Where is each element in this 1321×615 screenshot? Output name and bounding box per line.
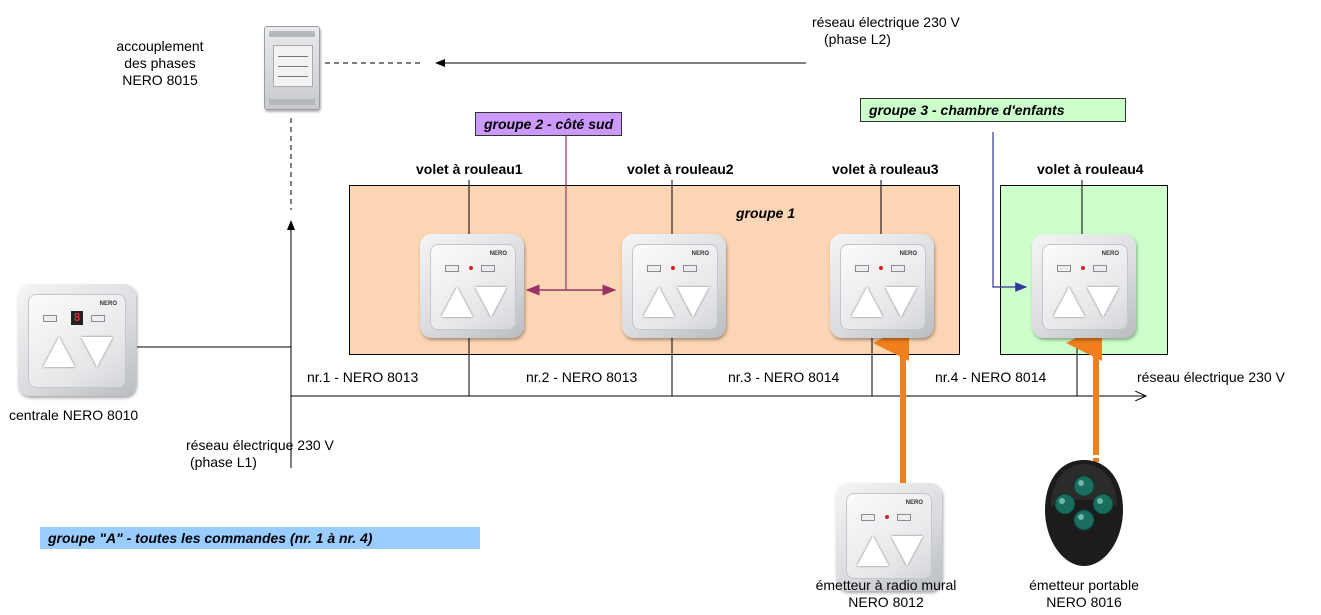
central-label: centrale NERO 8010 (9, 407, 139, 423)
portable-remote-device (1045, 460, 1123, 566)
grid-l1-label: réseau électrique 230 V (phase L1) (186, 437, 334, 470)
unit-2-label: nr.2 - NERO 8013 (526, 369, 638, 385)
group-3-tag: groupe 3 - chambre d'enfants (860, 98, 1126, 122)
phase-coupler-device (264, 26, 320, 110)
shutter-3-title: volet à rouleau3 (832, 161, 939, 177)
central-unit-device: NERO 8 (18, 284, 136, 396)
shutter-2-title: volet à rouleau2 (627, 161, 734, 177)
wall-transmitter-label: émetteur à radio mural NERO 8012 (815, 577, 957, 610)
switch-device-1: NERO (420, 234, 524, 338)
unit-4-label: nr.4 - NERO 8014 (935, 369, 1047, 385)
shutter-4-title: volet à rouleau4 (1037, 161, 1144, 177)
switch-device-3: NERO (830, 234, 934, 338)
central-display: 8 (71, 311, 83, 325)
wall-transmitter-device: NERO (836, 483, 942, 591)
grid-right-label: réseau électrique 230 V (1137, 369, 1285, 385)
unit-3-label: nr.3 - NERO 8014 (728, 369, 840, 385)
portable-transmitter-label: émetteur portable NERO 8016 (1029, 577, 1139, 610)
group-1-label: groupe 1 (736, 205, 796, 221)
unit-1-label: nr.1 - NERO 8013 (307, 369, 419, 385)
shutter-1-title: volet à rouleau1 (416, 161, 523, 177)
switch-device-2: NERO (622, 234, 726, 338)
group-2-tag: groupe 2 - côté sud (475, 112, 623, 136)
coupler-label: accouplement des phases NERO 8015 (116, 38, 204, 88)
switch-device-4: NERO (1032, 234, 1136, 338)
group-3-link-arrow (992, 132, 1028, 292)
group-a-tag: groupe "A" - toutes les commandes (nr. 1… (40, 527, 480, 549)
grid-l2-label: réseau électrique 230 V (phase L2) (812, 14, 960, 47)
